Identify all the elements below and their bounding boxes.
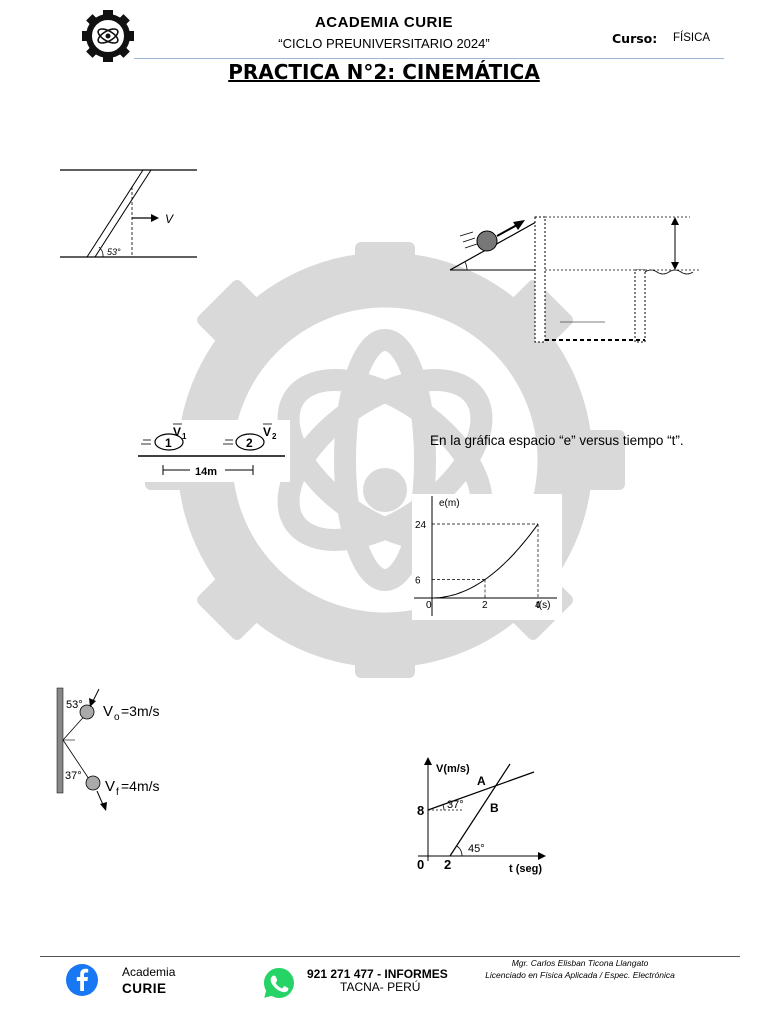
velocity-ylabel: V(m/s) — [436, 763, 470, 775]
position-xlabel: t(s) — [536, 600, 550, 611]
whatsapp-icon[interactable] — [262, 966, 296, 1000]
position-ylabel: e(m) — [439, 498, 460, 509]
angle-b-label: 45° — [468, 843, 485, 855]
distance-label: 14m — [195, 466, 217, 478]
institution-name: ACADEMIA CURIE — [314, 14, 454, 31]
page-title: PRACTICA N°2: CINEMÁTICA — [228, 60, 540, 84]
y-tick-label: 6 — [415, 576, 421, 587]
label-a: A — [477, 774, 486, 788]
velocity-y-tick: 8 — [417, 803, 424, 818]
v0-value: =3m/s — [121, 703, 160, 719]
velocity-x-tick: 2 — [444, 857, 451, 872]
y-tick-label: 24 — [415, 520, 427, 531]
author-credentials: Licenciado en Física Aplicada / Espec. E… — [485, 970, 675, 980]
facebook-name-line1: Academia — [122, 965, 176, 979]
ramp-cliff-figure — [449, 216, 700, 343]
v2-subscript: 2 — [272, 432, 277, 441]
velocity-xlabel: t (seg) — [509, 863, 542, 875]
academy-logo — [82, 10, 134, 62]
two-cars-figure: 1 2 V 1 V 2 14m — [135, 420, 290, 482]
vf-value: =4m/s — [121, 778, 160, 794]
x-tick-label: 2 — [482, 600, 488, 611]
vf-label: V — [105, 778, 115, 795]
position-time-chart: e(m) t(s) 0 6 2 24 4 — [412, 494, 562, 620]
position-curve — [432, 523, 539, 599]
phone-informes: 921 271 477 - INFORMES — [307, 967, 448, 981]
x-tick-label: 4 — [535, 600, 541, 611]
line-a — [427, 771, 535, 811]
facebook-icon[interactable] — [65, 963, 99, 997]
velocity-origin: 0 — [417, 857, 424, 872]
position-graph-caption: En la gráfica espacio “e” versus tiempo … — [430, 433, 684, 448]
position-origin: 0 — [426, 600, 432, 611]
v1-label: V — [173, 425, 181, 439]
wall-bounce-figure: 53° 37° V o =3m/s V f =4m/s — [56, 687, 160, 811]
cycle-label: “CICLO PREUNIVERSITARIO 2024” — [278, 36, 490, 51]
course-label: Curso: — [612, 31, 658, 46]
car-2-label: 2 — [246, 436, 253, 450]
v0-subscript: o — [114, 712, 120, 723]
v2-label: V — [263, 425, 271, 439]
vf-subscript: f — [116, 787, 119, 798]
header-divider — [134, 58, 724, 59]
river-crossing-figure: V 53° — [60, 169, 197, 258]
v1-subscript: 1 — [182, 432, 187, 441]
river-angle-label: 53° — [107, 247, 121, 257]
reflected-angle-label: 37° — [65, 770, 82, 782]
line-b — [449, 763, 511, 857]
course-value: FÍSICA — [673, 32, 711, 44]
facebook-name-line2: CURIE — [122, 981, 167, 996]
v0-label: V — [103, 703, 113, 720]
footer-divider — [40, 956, 740, 957]
city-label: TACNA- PERÚ — [340, 980, 421, 994]
angle-a-label: 37° — [447, 799, 464, 811]
river-velocity-label: V — [165, 212, 174, 226]
car-1-label: 1 — [165, 436, 172, 450]
author-name: Mgr. Carlos Elisban Ticona Llangato — [511, 958, 649, 968]
label-b: B — [490, 801, 499, 815]
incident-angle-label: 53° — [66, 699, 83, 711]
velocity-time-chart: V(m/s) t (seg) 0 8 2 A B 37° 45° — [417, 757, 546, 875]
